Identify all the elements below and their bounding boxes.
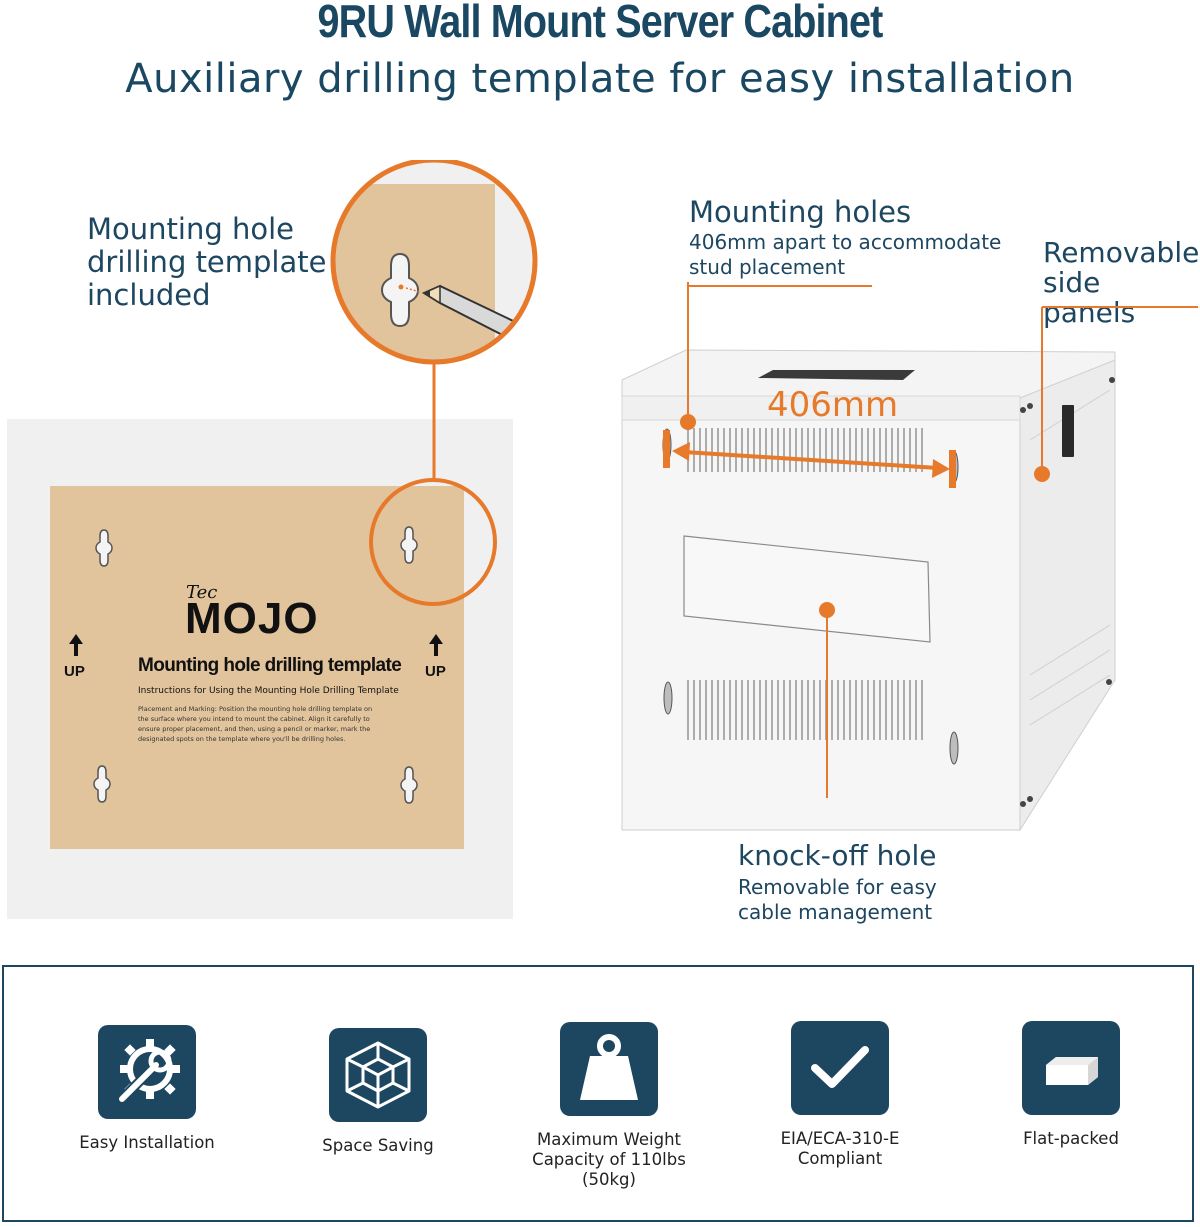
cube-icon xyxy=(329,1028,427,1122)
features-panel: Easy Installation Space Saving xyxy=(2,965,1194,1222)
knockoff-callout-desc: Removable for easy cable management xyxy=(738,875,937,925)
keyhole-slot-icon xyxy=(400,766,418,804)
feature-label: Space Saving xyxy=(278,1136,478,1156)
gear-wrench-icon xyxy=(98,1025,196,1119)
panels-line: Removable xyxy=(1043,236,1200,269)
template-sheet xyxy=(50,486,464,849)
feature-label: EIA/ECA-310-E Compliant xyxy=(740,1129,940,1169)
bottom-vent xyxy=(687,680,923,740)
holes-desc-line: 406mm apart to accommodate xyxy=(689,230,1002,254)
instructions-line: designated spots on the template where y… xyxy=(138,735,346,743)
weight-icon xyxy=(560,1022,658,1116)
knockoff-desc-line: cable management xyxy=(738,900,933,924)
feature-flat-packed: Flat-packed xyxy=(971,1021,1171,1149)
dimension-label: 406mm xyxy=(767,385,899,425)
flat-box-icon xyxy=(1022,1021,1120,1115)
feature-label: Easy Installation xyxy=(47,1133,247,1153)
brand-small: Tec xyxy=(186,582,218,603)
feature-max-weight: Maximum Weight Capacity of 110lbs (50kg) xyxy=(509,1022,709,1190)
feature-label-line: Compliant xyxy=(797,1149,883,1168)
holes-desc-line: stud placement xyxy=(689,255,846,279)
feature-label-line: EIA/ECA-310-E xyxy=(780,1129,900,1148)
keyhole-slot-icon xyxy=(400,526,418,564)
dimension-arrow xyxy=(672,442,950,478)
feature-label-line: Capacity of 110lbs (50kg) xyxy=(532,1150,686,1189)
panels-callout: Removable side panels xyxy=(1043,238,1200,328)
knockoff-panel xyxy=(683,535,931,643)
keyhole-slot-icon xyxy=(380,252,420,328)
cabinet-illustration xyxy=(621,282,1198,832)
template-callout-line: included xyxy=(87,278,211,312)
instructions-line: the surface where you intend to mount th… xyxy=(138,715,370,723)
feature-label-line: Flat-packed xyxy=(1023,1129,1119,1148)
knockoff-desc-line: Removable for easy xyxy=(738,875,937,899)
up-arrow-icon xyxy=(69,634,83,656)
feature-label: Maximum Weight Capacity of 110lbs (50kg) xyxy=(509,1130,709,1190)
up-label-left: UP xyxy=(64,663,85,680)
instructions-title: Instructions for Using the Mounting Hole… xyxy=(138,686,399,696)
template-heading: Mounting hole drilling template xyxy=(138,655,402,676)
page-title: 9RU Wall Mount Server Cabinet xyxy=(317,0,884,47)
feature-compliant: EIA/ECA-310-E Compliant xyxy=(740,1021,940,1169)
template-illustration xyxy=(5,160,538,921)
knockoff-callout-dot xyxy=(819,602,835,618)
holes-callout-dot xyxy=(680,414,696,430)
top-cable-plate xyxy=(758,370,915,380)
keyhole-slot-icon xyxy=(949,731,959,765)
template-callout: Mounting hole drilling template included xyxy=(87,213,326,312)
keyhole-slot-icon xyxy=(95,529,113,567)
up-arrow-icon xyxy=(429,634,443,656)
template-callout-line: Mounting hole xyxy=(87,212,294,246)
feature-label: Flat-packed xyxy=(971,1129,1171,1149)
feature-space-saving: Space Saving xyxy=(278,1028,478,1156)
hole-marker xyxy=(949,450,956,488)
panels-callout-dot xyxy=(1034,466,1050,482)
brand-logo: MOJO xyxy=(185,594,319,643)
instructions-body: Placement and Marking: Position the moun… xyxy=(138,704,372,744)
keyhole-slot-icon xyxy=(663,681,673,715)
page-subtitle: Auxiliary drilling template for easy ins… xyxy=(125,56,1075,102)
holes-callout-desc: 406mm apart to accommodate stud placemen… xyxy=(689,230,1001,280)
keyhole-slot-icon xyxy=(93,765,111,803)
template-callout-line: drilling template xyxy=(87,245,327,279)
panels-line: side panels xyxy=(1043,266,1136,329)
side-lock-icon xyxy=(1062,405,1074,457)
feature-easy-installation: Easy Installation xyxy=(47,1025,247,1153)
holes-callout-title: Mounting holes xyxy=(689,195,912,229)
feature-label-line: Easy Installation xyxy=(79,1133,215,1152)
feature-label-line: Maximum Weight xyxy=(536,1130,682,1149)
checkmark-icon xyxy=(791,1021,889,1115)
magnifier-circle xyxy=(330,160,538,365)
instructions-line: Placement and Marking: Position the moun… xyxy=(138,705,373,713)
up-label-right: UP xyxy=(425,663,446,680)
feature-label-line: Space Saving xyxy=(322,1136,434,1155)
instructions-line: ensure proper placement, and then, using… xyxy=(138,725,371,733)
knockoff-callout-title: knock-off hole xyxy=(738,839,937,872)
hole-marker xyxy=(663,430,670,468)
